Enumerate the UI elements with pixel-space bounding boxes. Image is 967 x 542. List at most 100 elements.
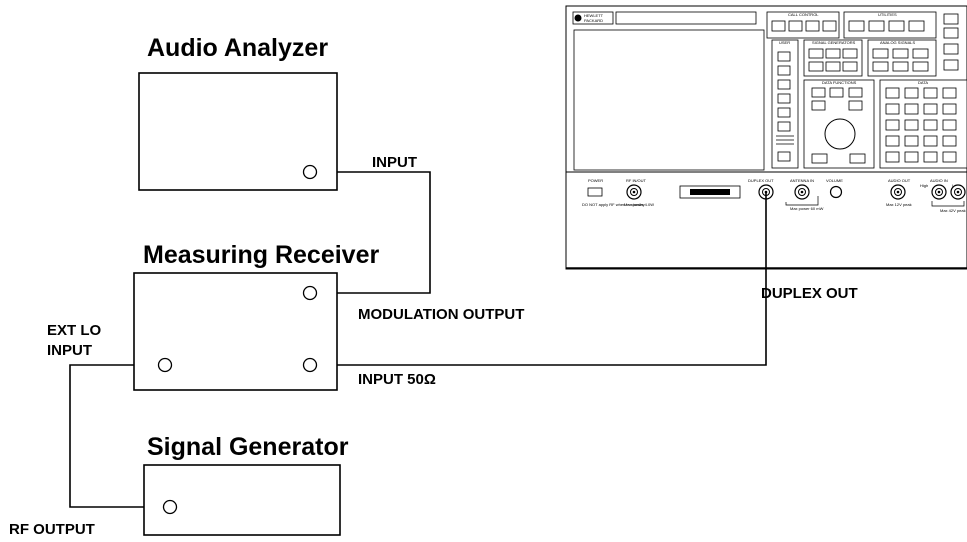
signal-generator-title: Signal Generator bbox=[147, 433, 349, 461]
panel-key[interactable] bbox=[848, 100, 863, 111]
power-switch[interactable] bbox=[587, 187, 603, 197]
keypad-key[interactable] bbox=[942, 103, 957, 115]
panel-key[interactable] bbox=[777, 65, 791, 76]
power-label: POWER bbox=[588, 178, 603, 183]
memory-card-slot[interactable] bbox=[690, 189, 730, 195]
keypad-key[interactable] bbox=[885, 87, 900, 99]
cables bbox=[69, 171, 767, 508]
panel-key[interactable] bbox=[912, 61, 929, 72]
cable-modulation-to-audio-input bbox=[316, 171, 431, 294]
panel-key[interactable] bbox=[777, 51, 791, 62]
panel-key[interactable] bbox=[829, 87, 844, 98]
panel-key[interactable] bbox=[868, 20, 885, 32]
keypad-key[interactable] bbox=[885, 119, 900, 131]
data-label: DATA bbox=[918, 80, 928, 85]
duplex-out-panel-label: DUPLEX OUT bbox=[748, 178, 774, 183]
rf-max-power: Max power 4.0W bbox=[624, 202, 654, 207]
panel-key[interactable] bbox=[777, 151, 791, 162]
input-50-ohm-port[interactable] bbox=[302, 357, 318, 373]
keypad-key[interactable] bbox=[904, 119, 919, 131]
panel-key[interactable] bbox=[825, 61, 841, 72]
measuring-receiver-title: Measuring Receiver bbox=[143, 241, 379, 269]
cable-rf-output-to-ext-lo bbox=[69, 364, 165, 508]
panel-key[interactable] bbox=[912, 48, 929, 59]
keypad-key[interactable] bbox=[904, 135, 919, 147]
panel-key[interactable] bbox=[822, 20, 837, 32]
keypad-key[interactable] bbox=[923, 103, 938, 115]
panel-key[interactable] bbox=[872, 48, 889, 59]
audio-in-label: AUDIO IN bbox=[930, 178, 948, 183]
panel-key[interactable] bbox=[788, 20, 803, 32]
panel-key[interactable] bbox=[842, 48, 858, 59]
volume-label: VOLUME bbox=[826, 178, 843, 183]
rotary-knob[interactable] bbox=[824, 118, 856, 150]
rf-output-port[interactable] bbox=[162, 499, 178, 515]
audio-in-high-label: High bbox=[920, 183, 928, 188]
keypad-key[interactable] bbox=[923, 151, 938, 163]
antenna-in-label: ANTENNA IN bbox=[790, 178, 814, 183]
brand-line-1: HEWLETT bbox=[584, 13, 604, 18]
panel-key[interactable] bbox=[805, 20, 820, 32]
audio-out-max: Max 12V peak bbox=[886, 202, 912, 207]
hp-logo bbox=[572, 11, 614, 25]
keypad-key[interactable] bbox=[923, 87, 938, 99]
panel-key[interactable] bbox=[771, 20, 786, 32]
keypad-key[interactable] bbox=[885, 135, 900, 147]
modulation-output-port[interactable] bbox=[302, 285, 318, 301]
keypad-key[interactable] bbox=[923, 135, 938, 147]
panel-key[interactable] bbox=[777, 93, 791, 104]
audio-analyzer-title: Audio Analyzer bbox=[147, 34, 328, 62]
panel-key[interactable] bbox=[777, 79, 791, 90]
cable-duplex-out-to-input-50 bbox=[316, 192, 767, 366]
panel-key[interactable] bbox=[811, 100, 826, 111]
call-control-label: CALL CONTROL bbox=[788, 12, 819, 17]
panel-key[interactable] bbox=[825, 48, 841, 59]
volume-knob[interactable] bbox=[829, 185, 843, 199]
panel-key[interactable] bbox=[943, 27, 959, 39]
panel-key[interactable] bbox=[888, 20, 905, 32]
audio-in-max: Max 42V peak bbox=[940, 208, 966, 213]
panel-key[interactable] bbox=[872, 61, 889, 72]
panel-key[interactable] bbox=[848, 20, 865, 32]
panel-key[interactable] bbox=[811, 87, 826, 98]
panel-key[interactable] bbox=[842, 61, 858, 72]
panel-key[interactable] bbox=[892, 48, 909, 59]
panel-key[interactable] bbox=[811, 153, 828, 164]
keypad-key[interactable] bbox=[942, 151, 957, 163]
modulation-output-label: MODULATION OUTPUT bbox=[358, 306, 524, 323]
panel-key[interactable] bbox=[892, 61, 909, 72]
panel-key[interactable] bbox=[943, 43, 959, 55]
panel-key[interactable] bbox=[848, 87, 863, 98]
measuring-receiver: Measuring Receiver MODULATION OUTPUT EXT… bbox=[47, 241, 524, 391]
rf-in-out-label: RF IN/OUT bbox=[626, 178, 647, 183]
panel-key[interactable] bbox=[908, 20, 925, 32]
panel-key[interactable] bbox=[808, 48, 824, 59]
panel-key[interactable] bbox=[943, 13, 959, 25]
keypad-key[interactable] bbox=[885, 151, 900, 163]
display-label-strip bbox=[615, 11, 757, 25]
keypad-key[interactable] bbox=[942, 87, 957, 99]
signal-generators-label: SIGNAL GENERATORS bbox=[812, 40, 856, 45]
brand-line-2: PACKARD bbox=[584, 18, 603, 23]
panel-key[interactable] bbox=[808, 61, 824, 72]
panel-key[interactable] bbox=[943, 59, 959, 71]
ext-lo-label-line-2: INPUT bbox=[47, 342, 92, 359]
keypad-key[interactable] bbox=[923, 119, 938, 131]
ext-lo-input-port[interactable] bbox=[157, 357, 173, 373]
panel-key[interactable] bbox=[849, 153, 866, 164]
keypad-key[interactable] bbox=[904, 87, 919, 99]
keypad-key[interactable] bbox=[885, 103, 900, 115]
signal-generator: Signal Generator RF OUTPUT bbox=[9, 433, 349, 538]
panel-key[interactable] bbox=[777, 107, 791, 118]
rf-output-label: RF OUTPUT bbox=[9, 521, 95, 538]
panel-key[interactable] bbox=[777, 121, 791, 132]
keypad-key[interactable] bbox=[904, 103, 919, 115]
keypad-key[interactable] bbox=[904, 151, 919, 163]
analog-signals-label: ANALOG SIGNALS bbox=[880, 40, 915, 45]
keypad-key[interactable] bbox=[942, 119, 957, 131]
audio-analyzer-input-port[interactable] bbox=[302, 164, 318, 180]
audio-analyzer: Audio Analyzer INPUT bbox=[138, 34, 417, 191]
keypad-key[interactable] bbox=[942, 135, 957, 147]
data-functions-label: DATA FUNCTIONS bbox=[822, 80, 857, 85]
